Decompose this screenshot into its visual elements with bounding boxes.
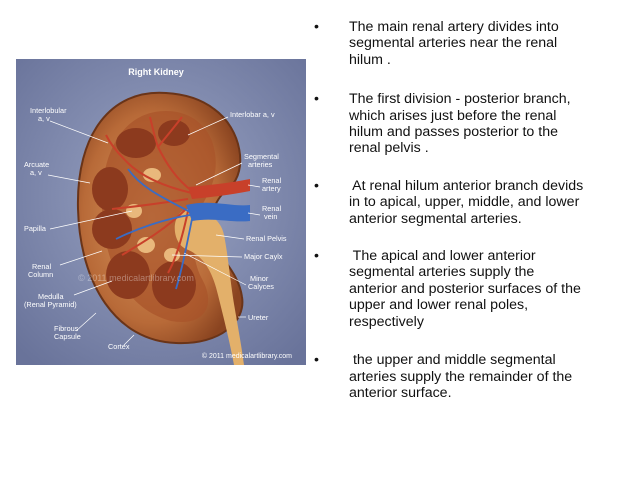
bullet-marker: • bbox=[314, 177, 319, 194]
bullet-item: • At renal hilum anterior branch devids … bbox=[314, 178, 614, 227]
label-papilla: Papilla bbox=[24, 224, 47, 233]
bullet-line: The apical and lower anterior bbox=[349, 248, 536, 265]
bullet-line: arteries supply the remainder of the bbox=[349, 368, 573, 385]
bullet-list: • The main renal artery divides into seg… bbox=[314, 19, 614, 419]
medulla-pyramid bbox=[116, 128, 156, 158]
figure-title: Right Kidney bbox=[128, 67, 184, 77]
bullet-line: upper and lower renal poles, bbox=[349, 297, 529, 314]
bullet-line: At renal hilum anterior branch devids bbox=[349, 177, 584, 194]
bullet-line: anterior and posterior surfaces of the bbox=[349, 280, 581, 297]
medulla-pyramid bbox=[152, 261, 196, 309]
label-renal-pelvis: Renal Pelvis bbox=[246, 234, 287, 243]
medulla-pyramid bbox=[158, 120, 190, 146]
bullet-line: which arises just before the renal bbox=[349, 107, 557, 124]
bullet-line: segmental arteries supply the bbox=[349, 264, 535, 281]
bullet-marker: • bbox=[314, 248, 319, 265]
renal-pelvis bbox=[174, 209, 244, 365]
segmental-vessels bbox=[105, 116, 193, 274]
bullet-line: the upper and middle segmental bbox=[349, 352, 556, 369]
renal-artery bbox=[188, 179, 250, 199]
bullet-item: • the upper and middle segmental arterie… bbox=[314, 352, 614, 401]
medulla-pyramid bbox=[106, 251, 150, 299]
bullet-item: • The apical and lower anterior segmenta… bbox=[314, 248, 614, 330]
label-ureter: Ureter bbox=[248, 313, 269, 322]
medulla-pyramid bbox=[92, 167, 128, 211]
label-cortex: Cortex bbox=[108, 342, 130, 351]
label-major-calyx: Major Caylx bbox=[244, 252, 283, 261]
bullet-line: anterior segmental arteries. bbox=[349, 210, 522, 227]
label-interlobar: Interlobar a, v bbox=[230, 110, 275, 119]
medulla-pyramid bbox=[92, 209, 132, 249]
bullet-item: • The first division - posterior branch,… bbox=[314, 91, 614, 157]
bullet-line: in to apical, upper, middle, and lower bbox=[349, 194, 580, 211]
figure-watermark: © 2011 medicalartlibrary.com bbox=[78, 273, 194, 283]
calyx bbox=[137, 237, 155, 253]
leader-lines bbox=[47, 116, 261, 346]
bullet-line: anterior surface. bbox=[349, 384, 452, 401]
bullet-item: • The main renal artery divides into seg… bbox=[314, 19, 614, 68]
bullet-marker: • bbox=[314, 91, 319, 108]
calyx bbox=[143, 168, 161, 182]
figure-copyright: © 2011 medicalartlibrary.com bbox=[202, 352, 292, 360]
kidney-illustration: Right Kidney © 2011 medicalartlibrary.co… bbox=[16, 59, 306, 365]
bullet-marker: • bbox=[314, 19, 319, 35]
bullet-line: hilum . bbox=[349, 51, 391, 68]
bullet-line: The first division - posterior branch, bbox=[349, 91, 571, 108]
bullet-line: The main renal artery divides into bbox=[349, 19, 559, 35]
label-medulla: Medulla(Renal Pyramid) bbox=[24, 292, 77, 309]
bullet-line: hilum and passes posterior to the bbox=[349, 124, 558, 141]
renal-vein bbox=[186, 202, 250, 222]
bullet-marker: • bbox=[314, 352, 319, 369]
bullet-line: renal pelvis . bbox=[349, 140, 429, 157]
bullet-line: segmental arteries near the renal bbox=[349, 35, 558, 52]
segmental-veins bbox=[115, 168, 193, 290]
bullet-line: respectively bbox=[349, 313, 424, 330]
